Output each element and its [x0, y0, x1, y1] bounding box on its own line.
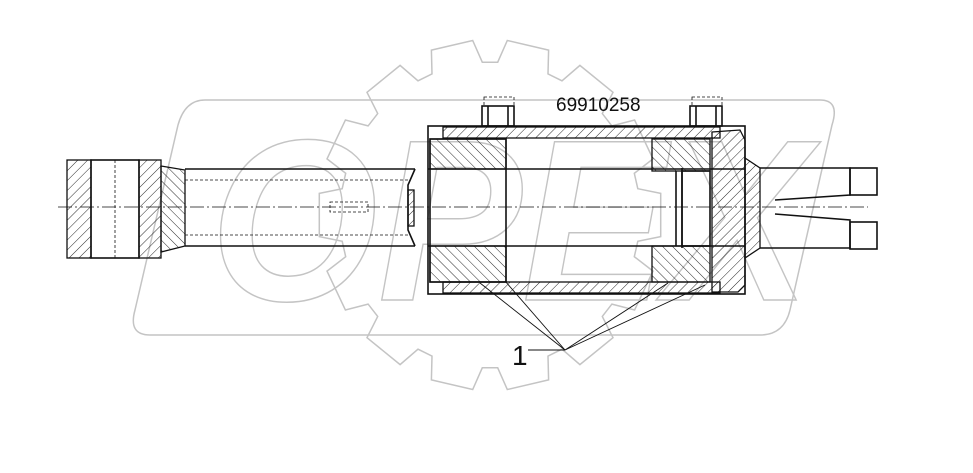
callout-leaders	[479, 280, 706, 351]
port-left	[481, 96, 515, 127]
clevis	[744, 156, 878, 260]
piston	[651, 138, 711, 283]
part-number: 69910258	[556, 95, 641, 116]
piston-rod	[185, 168, 416, 247]
rod-eye	[66, 159, 186, 259]
callout-label: 1	[512, 340, 528, 371]
watermark-gear	[318, 39, 662, 391]
end-cap	[711, 129, 746, 293]
gland	[429, 138, 507, 283]
watermark-frame	[132, 99, 835, 336]
port-right	[689, 96, 723, 127]
